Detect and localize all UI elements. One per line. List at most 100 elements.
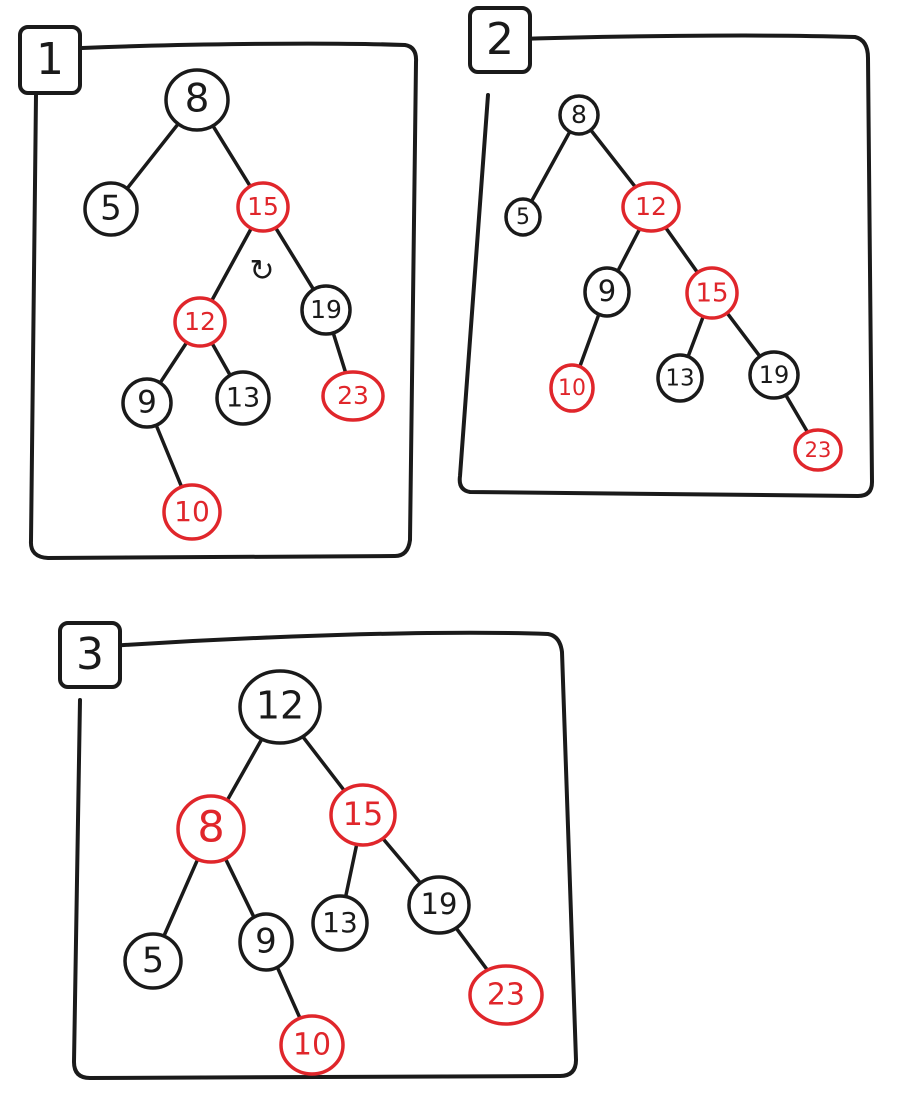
node-8-black: 8 xyxy=(558,94,600,136)
node-9-black: 9 xyxy=(583,266,631,318)
node-circle xyxy=(504,197,542,237)
edge-15-13 xyxy=(685,313,706,360)
node-circle xyxy=(300,284,352,336)
node-19-black: 19 xyxy=(300,284,352,336)
node-label: 15 xyxy=(343,795,384,833)
node-circle xyxy=(215,370,271,426)
node-circle xyxy=(583,266,631,318)
node-circle xyxy=(279,1014,345,1076)
node-5-black: 5 xyxy=(123,932,183,990)
node-label: 12 xyxy=(635,192,667,221)
node-circle xyxy=(468,964,544,1026)
node-15-red: 15 xyxy=(236,181,290,233)
panel-label: 1 xyxy=(36,34,64,85)
edge-12-15 xyxy=(662,224,700,275)
node-19-black: 19 xyxy=(407,875,471,935)
node-label: 5 xyxy=(100,189,122,229)
node-label: 15 xyxy=(695,279,728,309)
node-label: 23 xyxy=(337,381,369,410)
edge-12-15 xyxy=(299,732,348,794)
edge-15-19 xyxy=(380,835,424,886)
panel-label-tab xyxy=(468,6,532,74)
node-circle xyxy=(121,377,173,429)
node-12-red: 12 xyxy=(173,296,227,348)
node-circle xyxy=(176,794,246,864)
node-13-black: 13 xyxy=(215,370,271,426)
node-10-red: 10 xyxy=(549,363,595,413)
node-label: 8 xyxy=(197,803,224,853)
edge-9-10 xyxy=(154,422,184,490)
node-label: 9 xyxy=(255,922,277,962)
node-label: 8 xyxy=(571,100,587,129)
panel-frame xyxy=(457,33,874,498)
edge-12-13 xyxy=(209,340,233,378)
node-circle xyxy=(558,94,600,136)
panel-3: 3 12 8 15 5 9 13 19 10 23 xyxy=(58,621,578,1080)
node-13-black: 13 xyxy=(311,894,369,952)
edge-12-8 xyxy=(225,735,265,803)
node-8-black: 8 xyxy=(164,68,230,132)
edge-15-19 xyxy=(724,310,763,359)
node-label: 5 xyxy=(516,205,530,230)
node-15-red: 15 xyxy=(685,266,739,320)
panel-label-tab xyxy=(18,25,82,95)
node-label: 10 xyxy=(293,1028,331,1063)
edge-15-19 xyxy=(273,225,316,292)
node-label: 19 xyxy=(759,361,790,389)
edge-15-12 xyxy=(209,225,254,304)
node-circle xyxy=(321,370,385,422)
node-19-black: 19 xyxy=(748,350,800,400)
node-circle xyxy=(311,894,369,952)
node-label: 9 xyxy=(137,385,157,421)
node-circle xyxy=(549,363,595,413)
node-label: 12 xyxy=(256,684,304,728)
rotation-arrow-icon: ↻ xyxy=(249,254,274,289)
node-circle xyxy=(123,932,183,990)
node-13-black: 13 xyxy=(656,353,704,403)
node-label: 13 xyxy=(226,383,260,414)
edge-19-23 xyxy=(331,330,348,376)
node-9-black: 9 xyxy=(238,912,294,972)
node-circle xyxy=(793,428,843,472)
node-9-black: 9 xyxy=(121,377,173,429)
node-12-red: 12 xyxy=(621,181,681,233)
node-label: 15 xyxy=(247,192,279,221)
node-circle xyxy=(621,181,681,233)
node-5-black: 5 xyxy=(504,197,542,237)
node-10-red: 10 xyxy=(162,483,222,541)
node-label: 10 xyxy=(174,495,210,528)
node-label: 12 xyxy=(184,307,216,336)
node-circle xyxy=(407,875,471,935)
edge-8-5 xyxy=(124,121,181,191)
node-label: 13 xyxy=(665,366,694,392)
node-circle xyxy=(329,783,397,847)
node-circle xyxy=(83,181,139,237)
edge-12-9 xyxy=(615,225,643,275)
node-23-red: 23 xyxy=(468,964,544,1026)
node-circle xyxy=(238,912,294,972)
node-label: 10 xyxy=(558,376,586,401)
node-label: 23 xyxy=(805,438,832,462)
tree-edges xyxy=(124,121,348,490)
edge-9-10 xyxy=(274,963,303,1022)
node-circle xyxy=(164,68,230,132)
tree-edges xyxy=(529,127,810,436)
node-12-black: 12 xyxy=(238,669,322,745)
edge-8-5 xyxy=(161,856,200,939)
edge-8-12 xyxy=(588,127,639,191)
node-label: 8 xyxy=(185,77,210,122)
node-circle xyxy=(748,350,800,400)
edge-9-10 xyxy=(577,310,602,371)
panel-frame xyxy=(28,41,419,560)
edge-12-9 xyxy=(157,339,190,386)
node-label: 13 xyxy=(322,906,358,939)
node-circle xyxy=(656,353,704,403)
node-circle xyxy=(238,669,322,745)
edge-8-15 xyxy=(210,123,253,189)
panel-label: 3 xyxy=(76,629,104,680)
node-circle xyxy=(162,483,222,541)
edge-15-13 xyxy=(343,841,359,900)
node-circle xyxy=(685,266,739,320)
